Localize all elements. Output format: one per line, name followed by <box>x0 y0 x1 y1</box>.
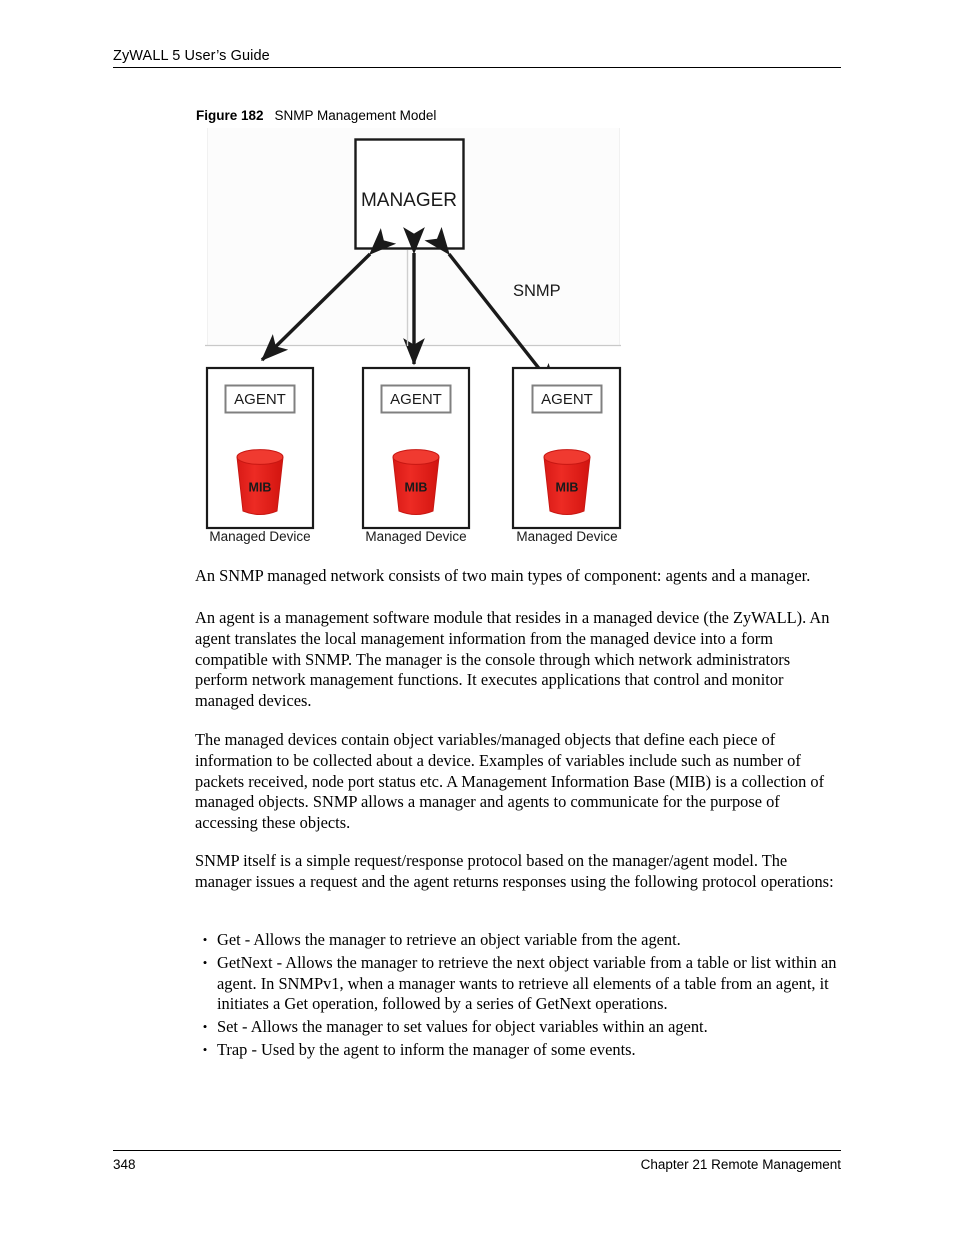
agent-box-3 <box>531 384 603 414</box>
mib-cylinder-1: MIB <box>236 449 284 515</box>
figure-title: SNMP Management Model <box>274 108 437 123</box>
manager-label: MANAGER <box>361 190 457 211</box>
list-item-text: GetNext - Allows the manager to retrieve… <box>217 952 837 1014</box>
page-header: ZyWALL 5 User’s Guide <box>113 48 841 68</box>
list-item: • Set - Allows the manager to set values… <box>195 1017 845 1038</box>
device-caption-2: Managed Device <box>365 529 466 544</box>
bullet-marker-icon: • <box>202 954 208 970</box>
page-footer: 348 Chapter 21 Remote Management <box>113 1150 841 1172</box>
list-item-text: Set - Allows the manager to set values f… <box>217 1017 708 1037</box>
paragraph-intro: An SNMP managed network consists of two … <box>195 566 843 587</box>
footer-rule <box>113 1150 841 1151</box>
mib-cylinder-3: MIB <box>543 449 591 515</box>
bullet-marker-icon: • <box>202 932 208 947</box>
list-item: • Trap - Used by the agent to inform the… <box>195 1040 845 1061</box>
arrow-manager-device1 <box>260 228 397 362</box>
paragraph-agent: An agent is a management software module… <box>195 608 843 712</box>
footer-chapter: Chapter 21 Remote Management <box>640 1157 841 1172</box>
agent-box-1 <box>224 384 296 414</box>
agent-box-2 <box>380 384 452 414</box>
paragraph-text: An agent is a management software module… <box>195 608 830 711</box>
agent-label-1: AGENT <box>234 391 286 408</box>
device-caption-3: Managed Device <box>516 529 617 544</box>
bullet-marker-icon: • <box>202 1019 208 1035</box>
mib-cylinder-2: MIB <box>392 449 440 515</box>
list-item-text: Trap - Used by the agent to inform the m… <box>217 1039 636 1059</box>
paragraph-text: An SNMP managed network consists of two … <box>195 566 811 585</box>
managed-device-1: AGENT MIB Managed Device <box>205 366 315 544</box>
figure-number: Figure 182 <box>196 108 264 123</box>
footer-page-number: 348 <box>113 1157 136 1172</box>
list-item-text: Get - Allows the manager to retrieve an … <box>217 930 681 949</box>
paragraph-protocol: SNMP itself is a simple request/response… <box>195 851 843 893</box>
paragraph-text: SNMP itself is a simple request/response… <box>195 851 834 891</box>
figure-caption: Figure 182 SNMP Management Model <box>196 108 436 123</box>
mib-label-1: MIB <box>249 480 272 494</box>
protocol-operations-list: • Get - Allows the manager to retrieve a… <box>195 930 845 1063</box>
snmp-protocol-label: SNMP <box>513 282 561 300</box>
paragraph-managed-devices: The managed devices contain object varia… <box>195 730 843 834</box>
agent-label-2: AGENT <box>390 391 442 408</box>
list-item: • Get - Allows the manager to retrieve a… <box>195 930 845 951</box>
managed-device-2: AGENT MIB Managed Device <box>361 366 471 544</box>
managed-device-3: AGENT MIB Managed Device <box>511 366 622 544</box>
bullet-marker-icon: • <box>202 1041 208 1057</box>
mib-label-3: MIB <box>556 480 579 494</box>
header-rule <box>113 67 841 68</box>
agent-label-3: AGENT <box>541 391 593 408</box>
paragraph-text: The managed devices contain object varia… <box>195 730 825 833</box>
header-title: ZyWALL 5 User’s Guide <box>113 48 270 64</box>
mib-label-2: MIB <box>405 480 428 494</box>
list-item: • GetNext - Allows the manager to retrie… <box>195 953 845 1015</box>
snmp-management-model-diagram: MANAGER SNMP AGENT MIB <box>196 128 636 552</box>
device-caption-1: Managed Device <box>209 529 310 544</box>
